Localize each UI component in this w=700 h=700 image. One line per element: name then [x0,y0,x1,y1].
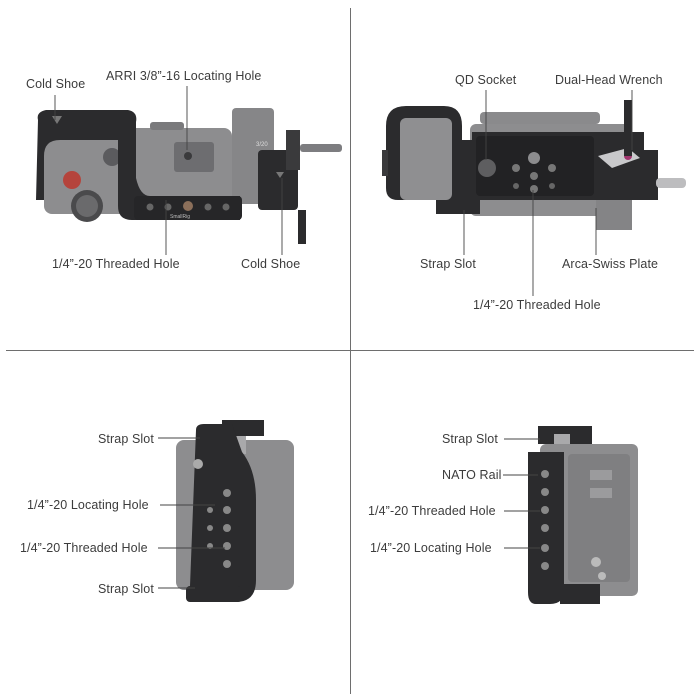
label-arri-locating-hole: ARRI 3/8”-16 Locating Hole [106,69,262,83]
label-threaded-hole-tl: 1/4”-20 Threaded Hole [52,257,180,271]
label-nato-rail: NATO Rail [442,468,502,482]
model-marking: 3/20 [256,142,268,148]
label-locating-hole-bl: 1/4”-20 Locating Hole [27,498,149,512]
vertical-divider [350,8,351,694]
right-side-camera-cage [528,426,638,604]
label-locating-hole-br: 1/4”-20 Locating Hole [370,541,492,555]
horizontal-divider [6,350,694,351]
label-threaded-hole-br: 1/4”-20 Threaded Hole [368,504,496,518]
label-cold-shoe-right: Cold Shoe [241,257,301,271]
label-strap-slot-bl-top: Strap Slot [98,432,154,446]
qd-socket-icon [478,159,496,177]
label-dual-head-wrench: Dual-Head Wrench [555,73,663,87]
label-threaded-hole-bl: 1/4”-20 Threaded Hole [20,541,148,555]
label-strap-slot-bl-bottom: Strap Slot [98,582,154,596]
label-strap-slot-br: Strap Slot [442,432,498,446]
top-view-camera-cage: 3/20 SmallRig [36,108,342,244]
bottom-view-camera-cage [382,100,686,230]
label-threaded-hole-tr: 1/4”-20 Threaded Hole [473,298,601,312]
left-side-camera-cage [176,420,294,602]
label-arca-swiss-plate: Arca-Swiss Plate [562,257,659,271]
label-qd-socket: QD Socket [455,73,517,87]
label-strap-slot-tr: Strap Slot [420,257,476,271]
label-cold-shoe-left: Cold Shoe [26,77,86,91]
brand-marking: SmallRig [170,214,190,220]
record-button-icon [63,171,81,189]
